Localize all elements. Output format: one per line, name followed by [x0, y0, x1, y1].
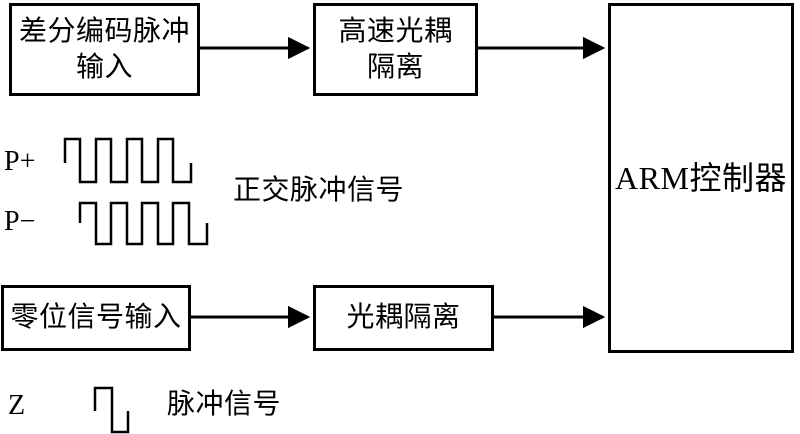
p-plus-waveform: [63, 137, 193, 184]
p-minus-label: P−: [4, 206, 36, 237]
p-plus-label: P+: [4, 146, 36, 177]
p-minus-waveform: [78, 201, 209, 246]
block-optocoupler-isolation: 光耦隔离: [313, 285, 494, 351]
pulse-signal-caption: 脉冲信号: [167, 389, 282, 420]
block-high-speed-optocoupler-isolation: 高速光耦 隔离: [313, 3, 478, 96]
block-label: 差分编码脉冲 输入: [18, 15, 190, 83]
z-pulse-waveform: [93, 386, 130, 434]
block-zero-signal-input: 零位信号输入: [1, 285, 191, 351]
block-arm-controller: ARM控制器: [608, 3, 794, 353]
block-label: ARM控制器: [615, 159, 787, 196]
block-label: 零位信号输入: [10, 302, 182, 334]
block-label: 高速光耦 隔离: [338, 15, 453, 83]
block-label: 光耦隔离: [346, 302, 461, 334]
z-label: Z: [8, 390, 26, 421]
block-differential-encoded-pulse-input: 差分编码脉冲 输入: [9, 3, 200, 96]
quadrature-pulse-signal-caption: 正交脉冲信号: [233, 175, 405, 206]
